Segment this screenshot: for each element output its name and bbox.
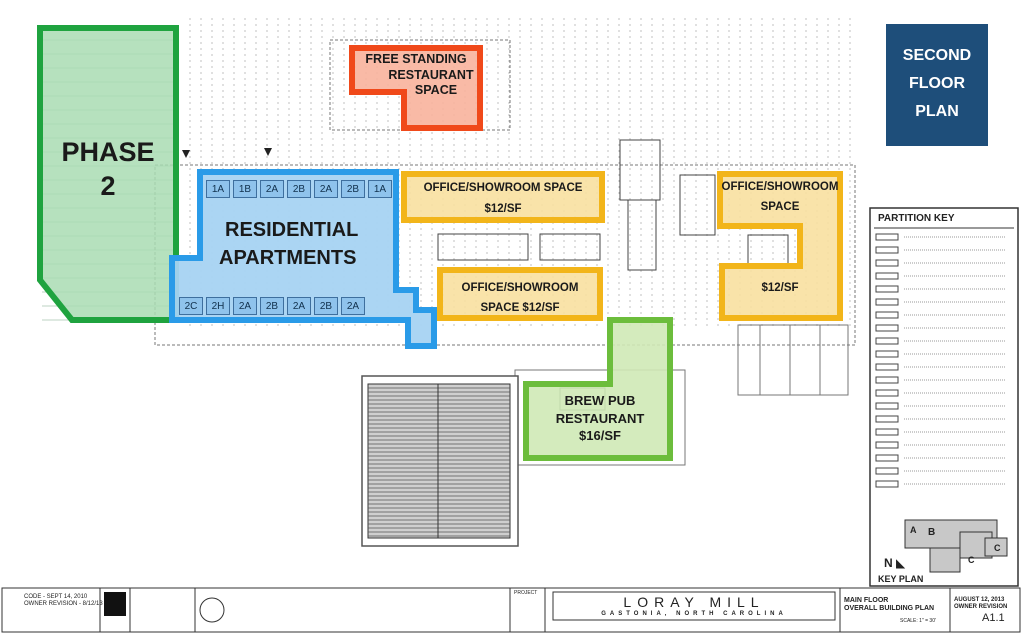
key-plan-title: KEY PLAN: [878, 574, 924, 584]
badge-line3: PLAN: [915, 103, 959, 120]
restaurant-line1: FREE STANDING: [365, 52, 467, 66]
brewpub-line3: $16/SF: [579, 428, 621, 444]
zone-brew-pub: [523, 317, 673, 461]
brewpub-line1: BREW PUB: [564, 393, 636, 408]
code-line-1: CODE - SEPT 14, 2010: [24, 594, 88, 600]
office2-line2: SPACE $12/SF: [480, 302, 560, 315]
code-line-2: OWNER REVISION - 8/12/13: [24, 601, 103, 607]
phase-2-line1: PHASE: [61, 137, 155, 167]
residential-line1: RESIDENTIAL: [225, 219, 359, 241]
key-plan-label-c2: C: [994, 543, 1001, 553]
unit-tag: 2A: [260, 180, 284, 198]
key-plan-label-b: B: [928, 527, 936, 538]
sheet-number: A1.1: [982, 612, 1005, 624]
sheet-date: AUGUST 12, 2013: [954, 597, 1005, 603]
unit-tag: 1B: [233, 180, 257, 198]
zone-office-1: [401, 171, 605, 223]
restaurant-label: FREE STANDING RESTAURANT SPACE: [352, 52, 480, 99]
unit-tag: 1A: [206, 180, 230, 198]
scale-note: SCALE: 1" = 30': [900, 618, 936, 624]
office2-label: OFFICE/SHOWROOM SPACE $12/SF: [440, 278, 600, 318]
unit-tag: 2A: [287, 297, 311, 315]
restaurant-line2: RESTAURANT: [388, 67, 474, 82]
office2-line1: OFFICE/SHOWROOM: [461, 282, 579, 294]
unit-tag: 2B: [314, 297, 338, 315]
unit-tag: 2A: [314, 180, 338, 198]
office3-line3: $12/SF: [761, 282, 799, 294]
firm-logo: [104, 592, 126, 616]
residential-label: RESIDENTIAL APARTMENTS: [205, 216, 385, 272]
key-plan-label-c1: C: [968, 555, 975, 565]
badge-line2: FLOOR: [909, 75, 965, 92]
zone-office-2: [437, 267, 603, 321]
office3-label: OFFICE/SHOWROOM SPACE: [720, 178, 840, 217]
zone-phase-2: [37, 25, 179, 323]
hatched-deck: [361, 375, 519, 547]
unit-tag: 2A: [341, 297, 365, 315]
restaurant-line3: SPACE: [414, 83, 458, 98]
office3-line2: SPACE: [760, 200, 800, 213]
sheet-title: MAIN FLOOR: [844, 597, 889, 604]
north-arrow-icon: ◣: [896, 556, 906, 570]
unit-tag: 2B: [287, 180, 311, 198]
zone-free-standing-restaurant: [349, 45, 483, 131]
floor-badge: SECOND FLOOR PLAN: [886, 24, 988, 146]
office1-line1: OFFICE/SHOWROOM SPACE: [423, 182, 583, 194]
sheet-revision: OWNER REVISION: [954, 604, 1008, 610]
unit-tag: 2H: [206, 297, 230, 315]
project-location: GASTONIA, NORTH CAROLINA: [601, 611, 787, 617]
office1-label: OFFICE/SHOWROOM SPACE $12/SF: [404, 178, 602, 219]
zone-office-3: [717, 171, 843, 321]
phase-2-line2: 2: [100, 170, 116, 201]
badge-line1: SECOND: [902, 47, 972, 64]
unit-tag: 1A: [368, 180, 392, 198]
office1-line2: $12/SF: [484, 202, 522, 215]
north-arrow-label: N: [884, 556, 893, 570]
unit-tag: 2C: [179, 297, 203, 315]
partition-key-title: PARTITION KEY: [878, 213, 955, 224]
unit-tag: 2B: [260, 297, 284, 315]
title-block-frame: [1, 587, 1021, 633]
unit-tag: 2A: [233, 297, 257, 315]
project-name: LORAY MILL: [623, 594, 765, 610]
brewpub-line2: RESTAURANT: [555, 410, 645, 426]
office3-price: $12/SF: [740, 281, 820, 295]
brewpub-label: BREW PUB RESTAURANT $16/SF: [530, 392, 670, 445]
residential-line2: APARTMENTS: [219, 247, 357, 269]
office3-line1: OFFICE/SHOWROOM: [721, 181, 839, 193]
key-plan-figure: [904, 519, 1008, 573]
key-plan-label-a: A: [910, 525, 917, 535]
sheet-subtitle: OVERALL BUILDING PLAN: [844, 605, 935, 612]
unit-tag: 2B: [341, 180, 365, 198]
project-label: PROJECT: [514, 590, 538, 596]
phase-2-label: PHASE 2: [40, 136, 176, 204]
